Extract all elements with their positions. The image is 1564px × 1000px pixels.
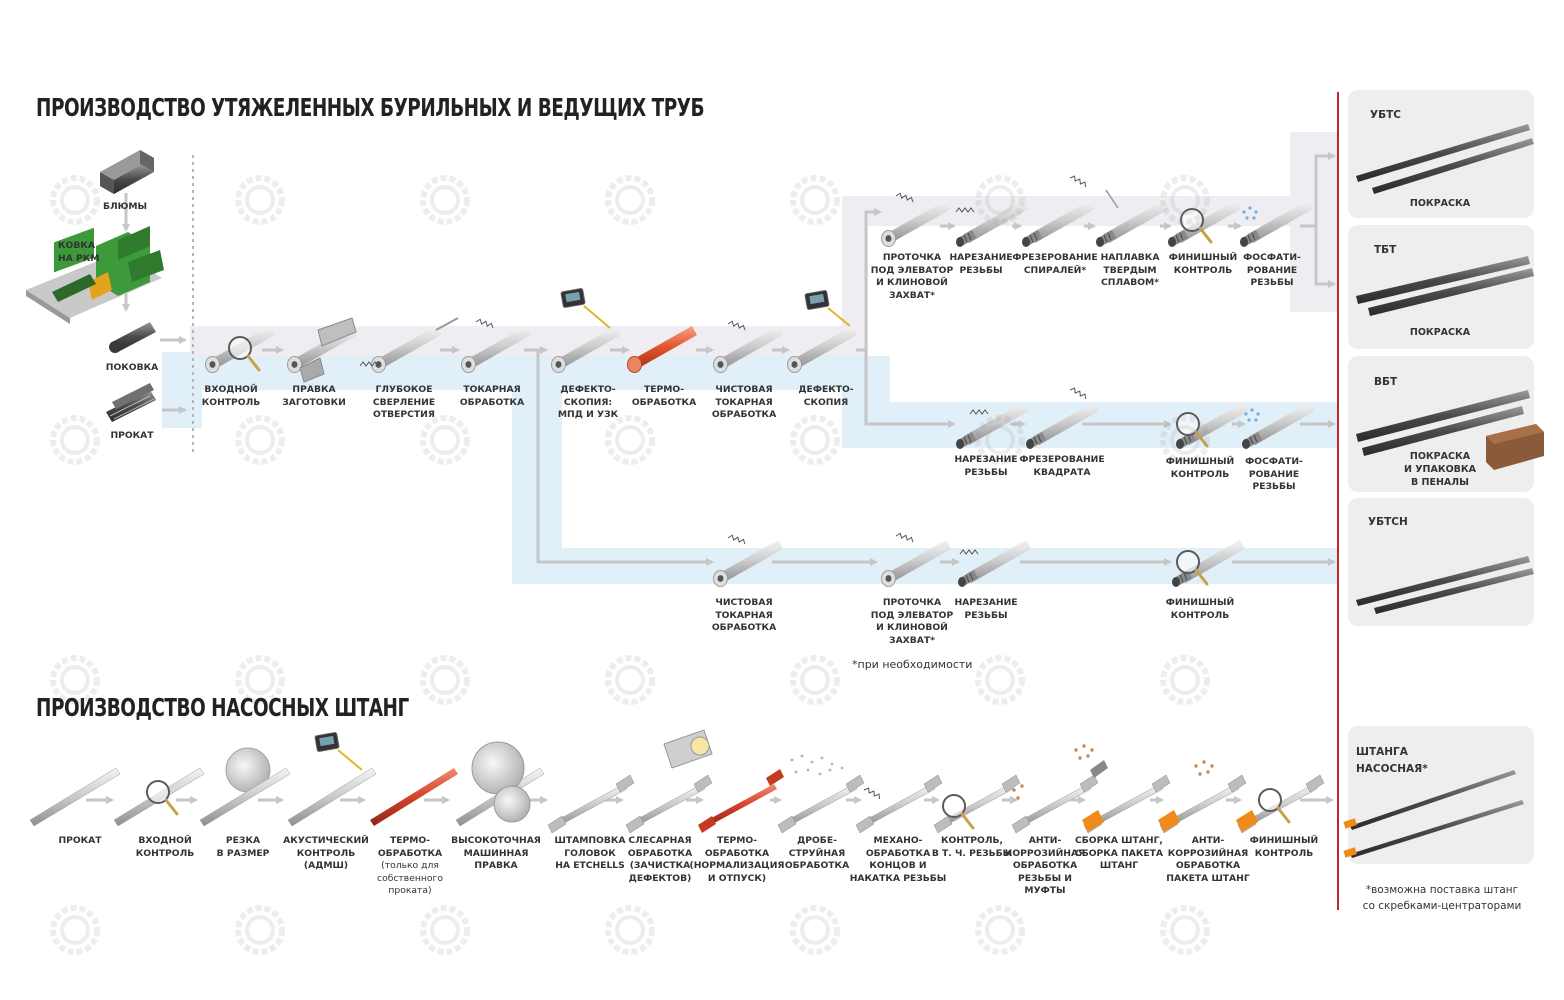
input-forging-label: ПОКОВКА [105, 362, 159, 373]
main-step-label: ДЕФЕКТО-СКОПИЯ:МПД И УЗК [557, 384, 619, 421]
rods-section-title: ПРОИЗВОДСТВО НАСОСНЫХ ШТАНГ [36, 693, 409, 722]
main-line-icons [205, 288, 858, 383]
product-ubts-name: УБТС [1370, 109, 1401, 121]
forging-press-icon [26, 226, 164, 324]
watermark-logo-icon [420, 905, 470, 955]
watermark-logo-icon [420, 415, 470, 465]
input-materials [26, 150, 164, 422]
watermark-logo-icon [605, 415, 655, 465]
watermark-logo-icon [975, 905, 1025, 955]
watermark-logo-icon [235, 415, 285, 465]
watermark-logo-icon [1160, 655, 1210, 705]
watermark-logo-icon [50, 175, 100, 225]
main-step-label: ДЕФЕКТО-СКОПИЯ [798, 384, 854, 408]
blooms-icon [100, 150, 154, 194]
forging-billet-icon [109, 322, 156, 353]
watermark-logo-icon [605, 655, 655, 705]
watermark-logo-icon [50, 415, 100, 465]
watermark-logo-icon [1160, 415, 1210, 465]
rod-line-icons [29, 729, 1325, 834]
watermark-logo-icon [1160, 175, 1210, 225]
rod-line-step-label: ПРОКАТ [58, 835, 102, 846]
product-ubtsn-name: УБТСН [1368, 516, 1408, 528]
watermark-logo-icon [235, 175, 285, 225]
product-panels [1337, 90, 1544, 910]
rolled-bars-icon [106, 383, 156, 422]
watermark-logo-icon [975, 175, 1025, 225]
product-vbt-name: ВБТ [1374, 376, 1398, 388]
watermark-logo-icon [235, 655, 285, 705]
pipes-section-title: ПРОИЗВОДСТВО УТЯЖЕЛЕННЫХ БУРИЛЬНЫХ И ВЕД… [36, 93, 705, 122]
watermark-logo-icon [1160, 905, 1210, 955]
product-ubts-note: ПОКРАСКА [1409, 198, 1471, 209]
watermark-logo-icon [605, 175, 655, 225]
watermark-logo-icon [975, 415, 1025, 465]
watermark-logo-icon [420, 655, 470, 705]
watermark-logo-icon [790, 655, 840, 705]
watermark-layer [50, 175, 1210, 955]
watermark-logo-icon [790, 175, 840, 225]
watermark-logo-icon [975, 655, 1025, 705]
rod-line-step-label: КОНТРОЛЬ,В Т. Ч. РЕЗЬБЫ [931, 835, 1013, 859]
watermark-logo-icon [420, 175, 470, 225]
watermark-logo-icon [790, 905, 840, 955]
watermark-logo-icon [235, 905, 285, 955]
watermark-logo-icon [605, 905, 655, 955]
watermark-logo-icon [790, 415, 840, 465]
product-tbt-note: ПОКРАСКА [1409, 327, 1471, 338]
mid-branch-icons [955, 386, 1316, 450]
watermark-logo-icon [50, 655, 100, 705]
pipes-footnote: *при необходимости [852, 658, 973, 671]
input-blooms-label: БЛЮМЫ [102, 201, 148, 212]
top-branch-icons [881, 174, 1314, 248]
watermark-logo-icon [50, 905, 100, 955]
flow-connectors [86, 152, 1336, 804]
main-step-label: ТЕРМО-ОБРАБОТКА [631, 384, 697, 408]
product-tbt-name: ТБТ [1374, 244, 1397, 256]
input-rolled-label: ПРОКАТ [110, 430, 154, 441]
